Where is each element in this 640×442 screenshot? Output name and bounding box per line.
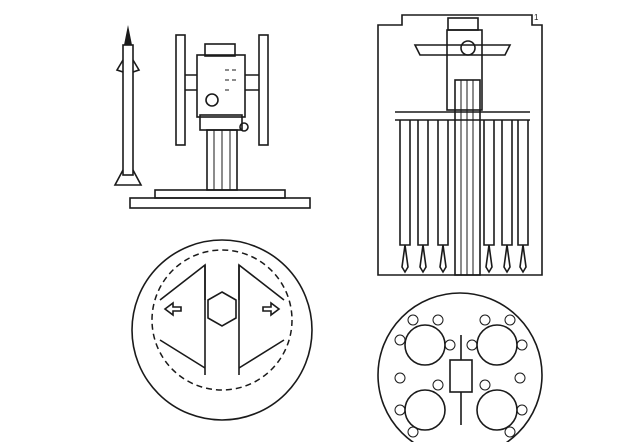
- launcher-side-elevation: [129, 34, 311, 209]
- hanging-missiles: [399, 120, 529, 274]
- launcher-front-elevation: 1: [377, 13, 543, 276]
- missile-ring-plan-view: [377, 292, 543, 442]
- missile-side-view: [113, 25, 143, 186]
- panel-label: 1: [534, 13, 539, 22]
- launcher-plan-view: [131, 239, 313, 421]
